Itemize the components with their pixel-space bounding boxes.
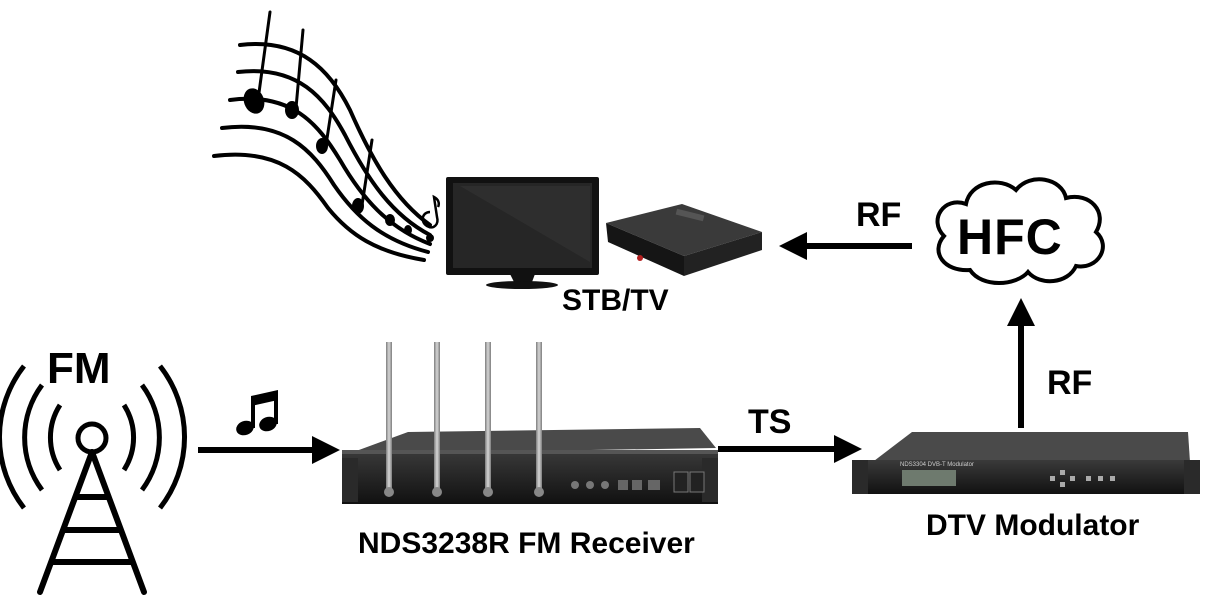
modulator-model-text: NDS3304 DVB-T Modulator	[900, 462, 974, 468]
stb-tv-label: STB/TV	[562, 284, 669, 317]
receiver-antennas	[384, 342, 544, 497]
tv-monitor-icon	[446, 177, 599, 289]
rf-label-right: RF	[1047, 364, 1093, 402]
arrow-hfc-to-stb	[779, 232, 912, 260]
hfc-cloud-icon	[935, 177, 1105, 285]
fm-receiver-device	[342, 428, 718, 504]
arrow-fm-to-receiver	[198, 436, 340, 464]
arrow-modulator-to-hfc	[1007, 298, 1035, 428]
music-notes	[243, 88, 441, 242]
music-staff-icon	[212, 10, 432, 262]
dtv-modulator-device	[852, 432, 1200, 494]
fm-tower-icon	[0, 364, 188, 595]
set-top-box-icon	[606, 204, 762, 276]
modulator-label: DTV Modulator	[926, 509, 1140, 542]
fm-label: FM	[47, 344, 111, 393]
hfc-label: HFC	[957, 209, 1063, 265]
arrow-receiver-to-modulator	[718, 435, 862, 463]
ts-label: TS	[748, 403, 792, 441]
receiver-label: NDS3238R FM Receiver	[358, 527, 695, 560]
rf-label-top: RF	[856, 196, 902, 234]
music-note-icon	[236, 390, 278, 436]
